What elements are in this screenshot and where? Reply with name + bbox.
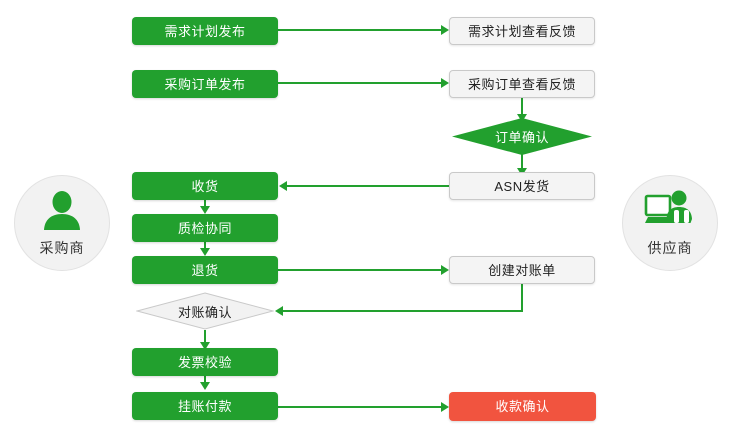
node-label: 创建对账单 [488,262,556,278]
edge-demand-plan-publish-to-feedback [277,29,443,31]
diamond-shape [452,118,592,155]
actor-buyer[interactable]: 采购商 [14,175,110,271]
node-label: 质检协同 [177,220,232,236]
node-label: 收货 [191,178,219,194]
node-label: 采购订单查看反馈 [467,76,576,92]
node-receiving[interactable]: 收货 [132,172,278,200]
node-payable-payment[interactable]: 挂账付款 [132,392,278,420]
edge-quality-to-return [204,242,206,251]
arrowhead-create-statement [441,265,449,275]
actor-label: 供应商 [647,239,693,256]
node-label: ASN发货 [494,178,550,194]
node-label: 需求计划查看反馈 [467,23,576,39]
arrowhead-demand-plan-feedback [441,25,449,35]
edge-po-publish-to-feedback [277,82,443,84]
node-return-goods[interactable]: 退货 [132,256,278,284]
node-label: 退货 [191,262,219,278]
node-demand-plan-publish[interactable]: 需求计划发布 [132,17,278,45]
node-label: 对账确认 [177,304,232,320]
arrowhead-reconcile-confirm [275,306,283,316]
node-quality-collab[interactable]: 质检协同 [132,214,278,242]
node-asn-shipment[interactable]: ASN发货 [449,172,595,200]
edge-order-confirm-to-asn [521,153,523,175]
actor-label: 采购商 [39,239,85,256]
edge-receiving-to-quality [204,200,206,209]
arrowhead-receipt-confirm [441,402,449,412]
node-receipt-confirm[interactable]: 收款确认 [449,392,596,421]
node-label: 采购订单发布 [164,76,246,92]
user-computer-icon [644,189,696,236]
arrowhead-receiving [279,181,287,191]
edge-reconcile-to-invoice [204,330,206,344]
edge-create-statement-down [521,283,523,312]
node-po-publish[interactable]: 采购订单发布 [132,70,278,98]
arrowhead-return-goods [200,248,210,256]
diamond-shape [136,292,274,330]
node-reconcile-confirm[interactable]: 对账确认 [136,292,274,330]
node-create-statement[interactable]: 创建对账单 [449,256,595,284]
edge-asn-to-receiving [287,185,450,187]
edge-return-to-create-statement [277,269,443,271]
arrowhead-payable-payment [200,382,210,390]
node-po-feedback[interactable]: 采购订单查看反馈 [449,70,595,98]
edge-invoice-to-payment [204,376,206,385]
edge-payment-to-receipt-confirm [277,406,443,408]
actor-supplier[interactable]: 供应商 [622,175,718,271]
node-label: 挂账付款 [177,398,232,414]
node-label: 订单确认 [494,130,549,145]
user-avatar-icon [41,189,83,236]
node-label: 收款确认 [495,399,550,414]
arrowhead-po-feedback [441,78,449,88]
node-label: 发票校验 [177,354,232,370]
node-invoice-verify[interactable]: 发票校验 [132,348,278,376]
node-label: 需求计划发布 [164,23,246,39]
edge-po-feedback-to-order-confirm [521,97,523,120]
arrowhead-quality-collab [200,206,210,214]
node-order-confirm[interactable]: 订单确认 [452,118,592,155]
arrowhead-invoice-verify [200,342,210,350]
node-demand-plan-feedback[interactable]: 需求计划查看反馈 [449,17,595,45]
edge-create-statement-to-reconcile [283,310,523,312]
